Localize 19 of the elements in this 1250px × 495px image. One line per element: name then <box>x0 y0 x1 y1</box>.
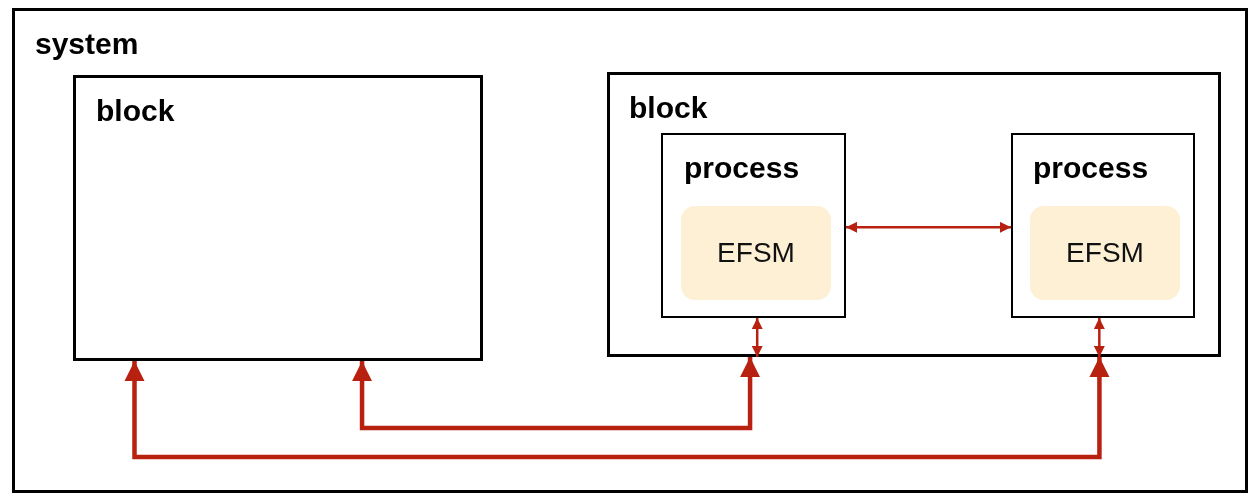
process-box <box>661 133 846 318</box>
state-machine-box <box>681 206 831 300</box>
process-box <box>1011 133 1195 318</box>
container-title: process <box>1033 151 1149 185</box>
block-box <box>73 75 483 361</box>
container-title: block <box>96 94 175 128</box>
container-title: system <box>35 27 139 61</box>
container-title: process <box>684 151 800 185</box>
connector-arrow <box>751 318 763 357</box>
state-machine-label: EFSM <box>717 237 795 269</box>
connector-arrow <box>124 357 1110 460</box>
container-title: block <box>629 91 708 125</box>
connector-arrow <box>1093 318 1105 357</box>
connector-arrow <box>351 357 761 431</box>
state-machine-label: EFSM <box>1066 237 1144 269</box>
block-box <box>607 72 1221 357</box>
state-machine-box <box>1030 206 1180 300</box>
connector-arrow <box>846 221 1011 233</box>
system-frame <box>12 8 1248 493</box>
